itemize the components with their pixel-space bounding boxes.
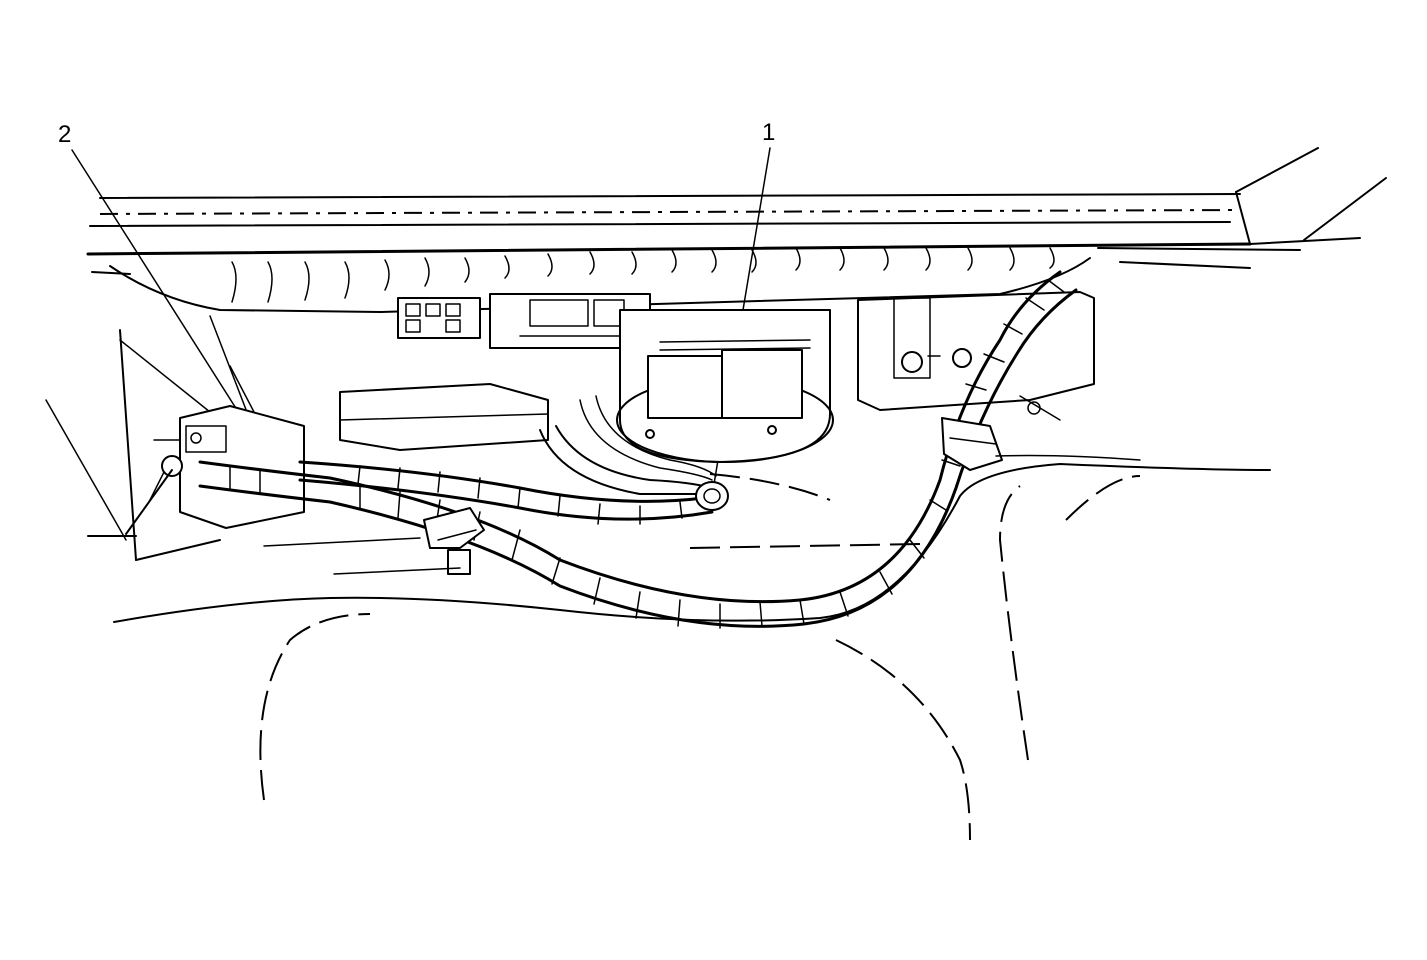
harness-grommet [695, 481, 729, 511]
upper-body-panel [86, 147, 1387, 313]
pump-harness [298, 395, 717, 525]
junction-box [339, 383, 549, 451]
right-mount-bracket [857, 291, 1095, 421]
harness-clip-left [125, 455, 183, 535]
callout-label-1: 1 [762, 119, 775, 146]
harness-clip-right [941, 417, 1003, 471]
floor-panel [113, 454, 1271, 623]
beam-ribbing [231, 247, 1055, 303]
main-harness [198, 270, 1078, 629]
harness-clip-center [423, 507, 485, 575]
callout-label-2: 2 [58, 121, 71, 148]
wheel-well-left [259, 613, 971, 841]
pump-module [616, 309, 834, 463]
wheel-well-right [998, 475, 1141, 761]
connector-blocks [397, 293, 651, 349]
